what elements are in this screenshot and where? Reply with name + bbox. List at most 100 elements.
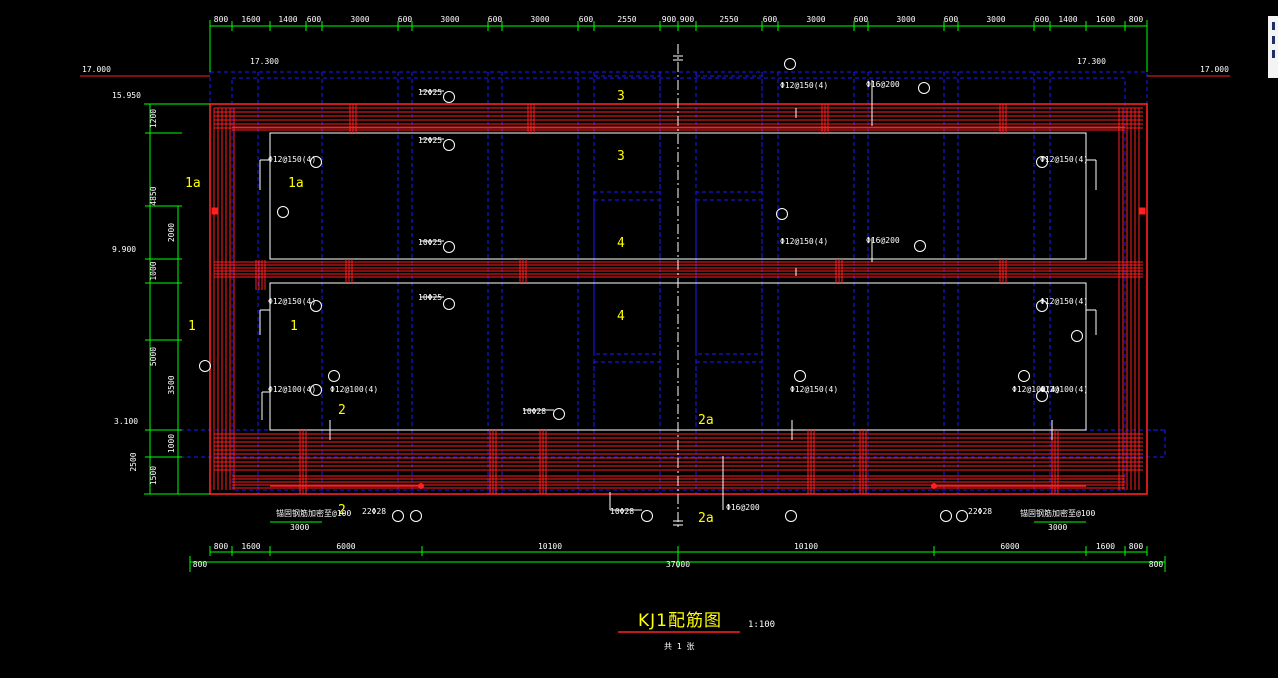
elevation-ground-right: 17.000 (1200, 65, 1229, 74)
top-dimension: 1400 (278, 15, 297, 24)
section-mark: 4 (617, 236, 625, 251)
note-right-anchor: 锚固钢筋加密至@100 (1020, 508, 1095, 518)
callout-circle (553, 408, 565, 420)
callout-circle (940, 510, 952, 522)
toolbar-mark (1272, 36, 1275, 44)
top-dimension: 600 (398, 15, 413, 24)
callout-circle (785, 510, 797, 522)
callout-circle (310, 300, 322, 312)
top-dimension: 600 (579, 15, 594, 24)
left-dimension: 1500 (149, 466, 158, 485)
toolbar-mark (1272, 50, 1275, 58)
rebar-label: Φ12@100(4) (1040, 385, 1088, 394)
bottom-dimension: 1600 (241, 542, 260, 551)
top-dimension: 3000 (350, 15, 369, 24)
rebar-label: 12Φ25 (418, 136, 442, 145)
callout-circle (918, 82, 930, 94)
top-dimension: 900 (680, 15, 695, 24)
elevation-middle: 9.900 (112, 245, 136, 254)
callout-circle (443, 139, 455, 151)
callout-circle (1036, 390, 1048, 402)
section-mark: 2a (698, 413, 714, 428)
callout-circle (310, 156, 322, 168)
section-mark: 2 (338, 503, 346, 518)
toolbar-mark (1272, 22, 1275, 30)
section-mark: 2a (698, 511, 714, 526)
rebar-label: 10Φ28 (522, 407, 546, 416)
elevations: 17.000 17.000 17.300 17.300 15.950 9.900… (82, 57, 1229, 426)
rebar-label: Φ12@150(4) (790, 385, 838, 394)
rebar-label: Φ12@100(4) (330, 385, 378, 394)
drawing-sheet: 共 1 张 (664, 642, 695, 651)
top-dimension: 3000 (986, 15, 1005, 24)
rebar-label: Φ12@150(4) (268, 297, 316, 306)
left-dimension: 1200 (149, 109, 158, 128)
rebar-label: Φ16@200 (726, 503, 760, 512)
note-left-span: 3000 (290, 523, 309, 532)
top-dimension: 3000 (896, 15, 915, 24)
top-dimension: 600 (854, 15, 869, 24)
section-mark: 3 (617, 89, 625, 104)
note-right-span: 3000 (1048, 523, 1067, 532)
top-dimension-labels: 800 1600 1400 600 3000 600 3000 600 3000 600 2550 9… (209, 15, 1148, 31)
rebar-label: Φ12@100(4) (268, 385, 316, 394)
top-dimension: 600 (307, 15, 322, 24)
rebar-label: 10Φ25 (418, 238, 442, 247)
callout-circle (956, 510, 968, 522)
bottom-dimension: 800 (214, 542, 229, 551)
section-mark: 2 (338, 403, 346, 418)
rebar-label: Φ12@150(4) (1040, 297, 1088, 306)
bottom-dimension: 10100 (794, 542, 818, 551)
callout-circle (794, 370, 806, 382)
top-dimension: 600 (488, 15, 503, 24)
bottom-dimension: 1600 (1096, 542, 1115, 551)
section-mark: 1 (188, 319, 196, 334)
callout-circle (641, 510, 653, 522)
callout-circle (1036, 300, 1048, 312)
section-mark: 3 (617, 149, 625, 164)
left-dimension: 1000 (167, 434, 176, 453)
bottom-dimension: 10100 (538, 542, 562, 551)
drawing-title: KJ1配筋图 (638, 611, 722, 631)
elevation-bottom: 3.100 (114, 417, 138, 426)
axis-break-marks (673, 55, 683, 526)
rebar-label: Φ12@150(4) (1040, 155, 1088, 164)
callout-circle (328, 370, 340, 382)
top-dimension: 3000 (440, 15, 459, 24)
rebar-label: 10Φ28 (610, 507, 634, 516)
top-dimension: 1600 (1096, 15, 1115, 24)
callout-circle (1071, 330, 1083, 342)
bottom-dimension: 800 (1129, 542, 1144, 551)
top-dimension: 900 (662, 15, 677, 24)
top-dimension: 1600 (241, 15, 260, 24)
rebar-label: Φ12@150(4) (780, 81, 828, 90)
rebar-label: 22Φ28 (362, 507, 386, 516)
elevation-ground-left: 17.000 (82, 65, 111, 74)
elevation-roof: 15.950 (112, 91, 141, 100)
section-marks: 3 3 4 4 1a 1a 1 1 2 2a 2 2a (185, 89, 714, 526)
top-dimension: 2550 (617, 15, 636, 24)
left-dimension: 2000 (167, 223, 176, 242)
callout-circle (914, 240, 926, 252)
section-mark: 4 (617, 309, 625, 324)
top-dimension: 600 (944, 15, 959, 24)
rebar-label: Φ16@200 (866, 80, 900, 89)
note-left-anchor: 锚固钢筋加密至@100 (276, 508, 351, 518)
callout-circle (1018, 370, 1030, 382)
callout-circle (443, 241, 455, 253)
rebar-label: 22Φ28 (968, 507, 992, 516)
callout-circle (443, 298, 455, 310)
bottom-total-dimension: 800 (1149, 560, 1164, 569)
rebar-label: Φ12@100(4) (1012, 385, 1060, 394)
top-dimension: 2550 (719, 15, 738, 24)
rebar-label: Φ16@200 (866, 236, 900, 245)
side-toolbar[interactable] (1268, 16, 1278, 78)
callout-bubbles (199, 58, 1097, 522)
callout-circle (410, 510, 422, 522)
left-dimension: 2500 (129, 452, 138, 471)
top-dimension: 800 (214, 15, 229, 24)
